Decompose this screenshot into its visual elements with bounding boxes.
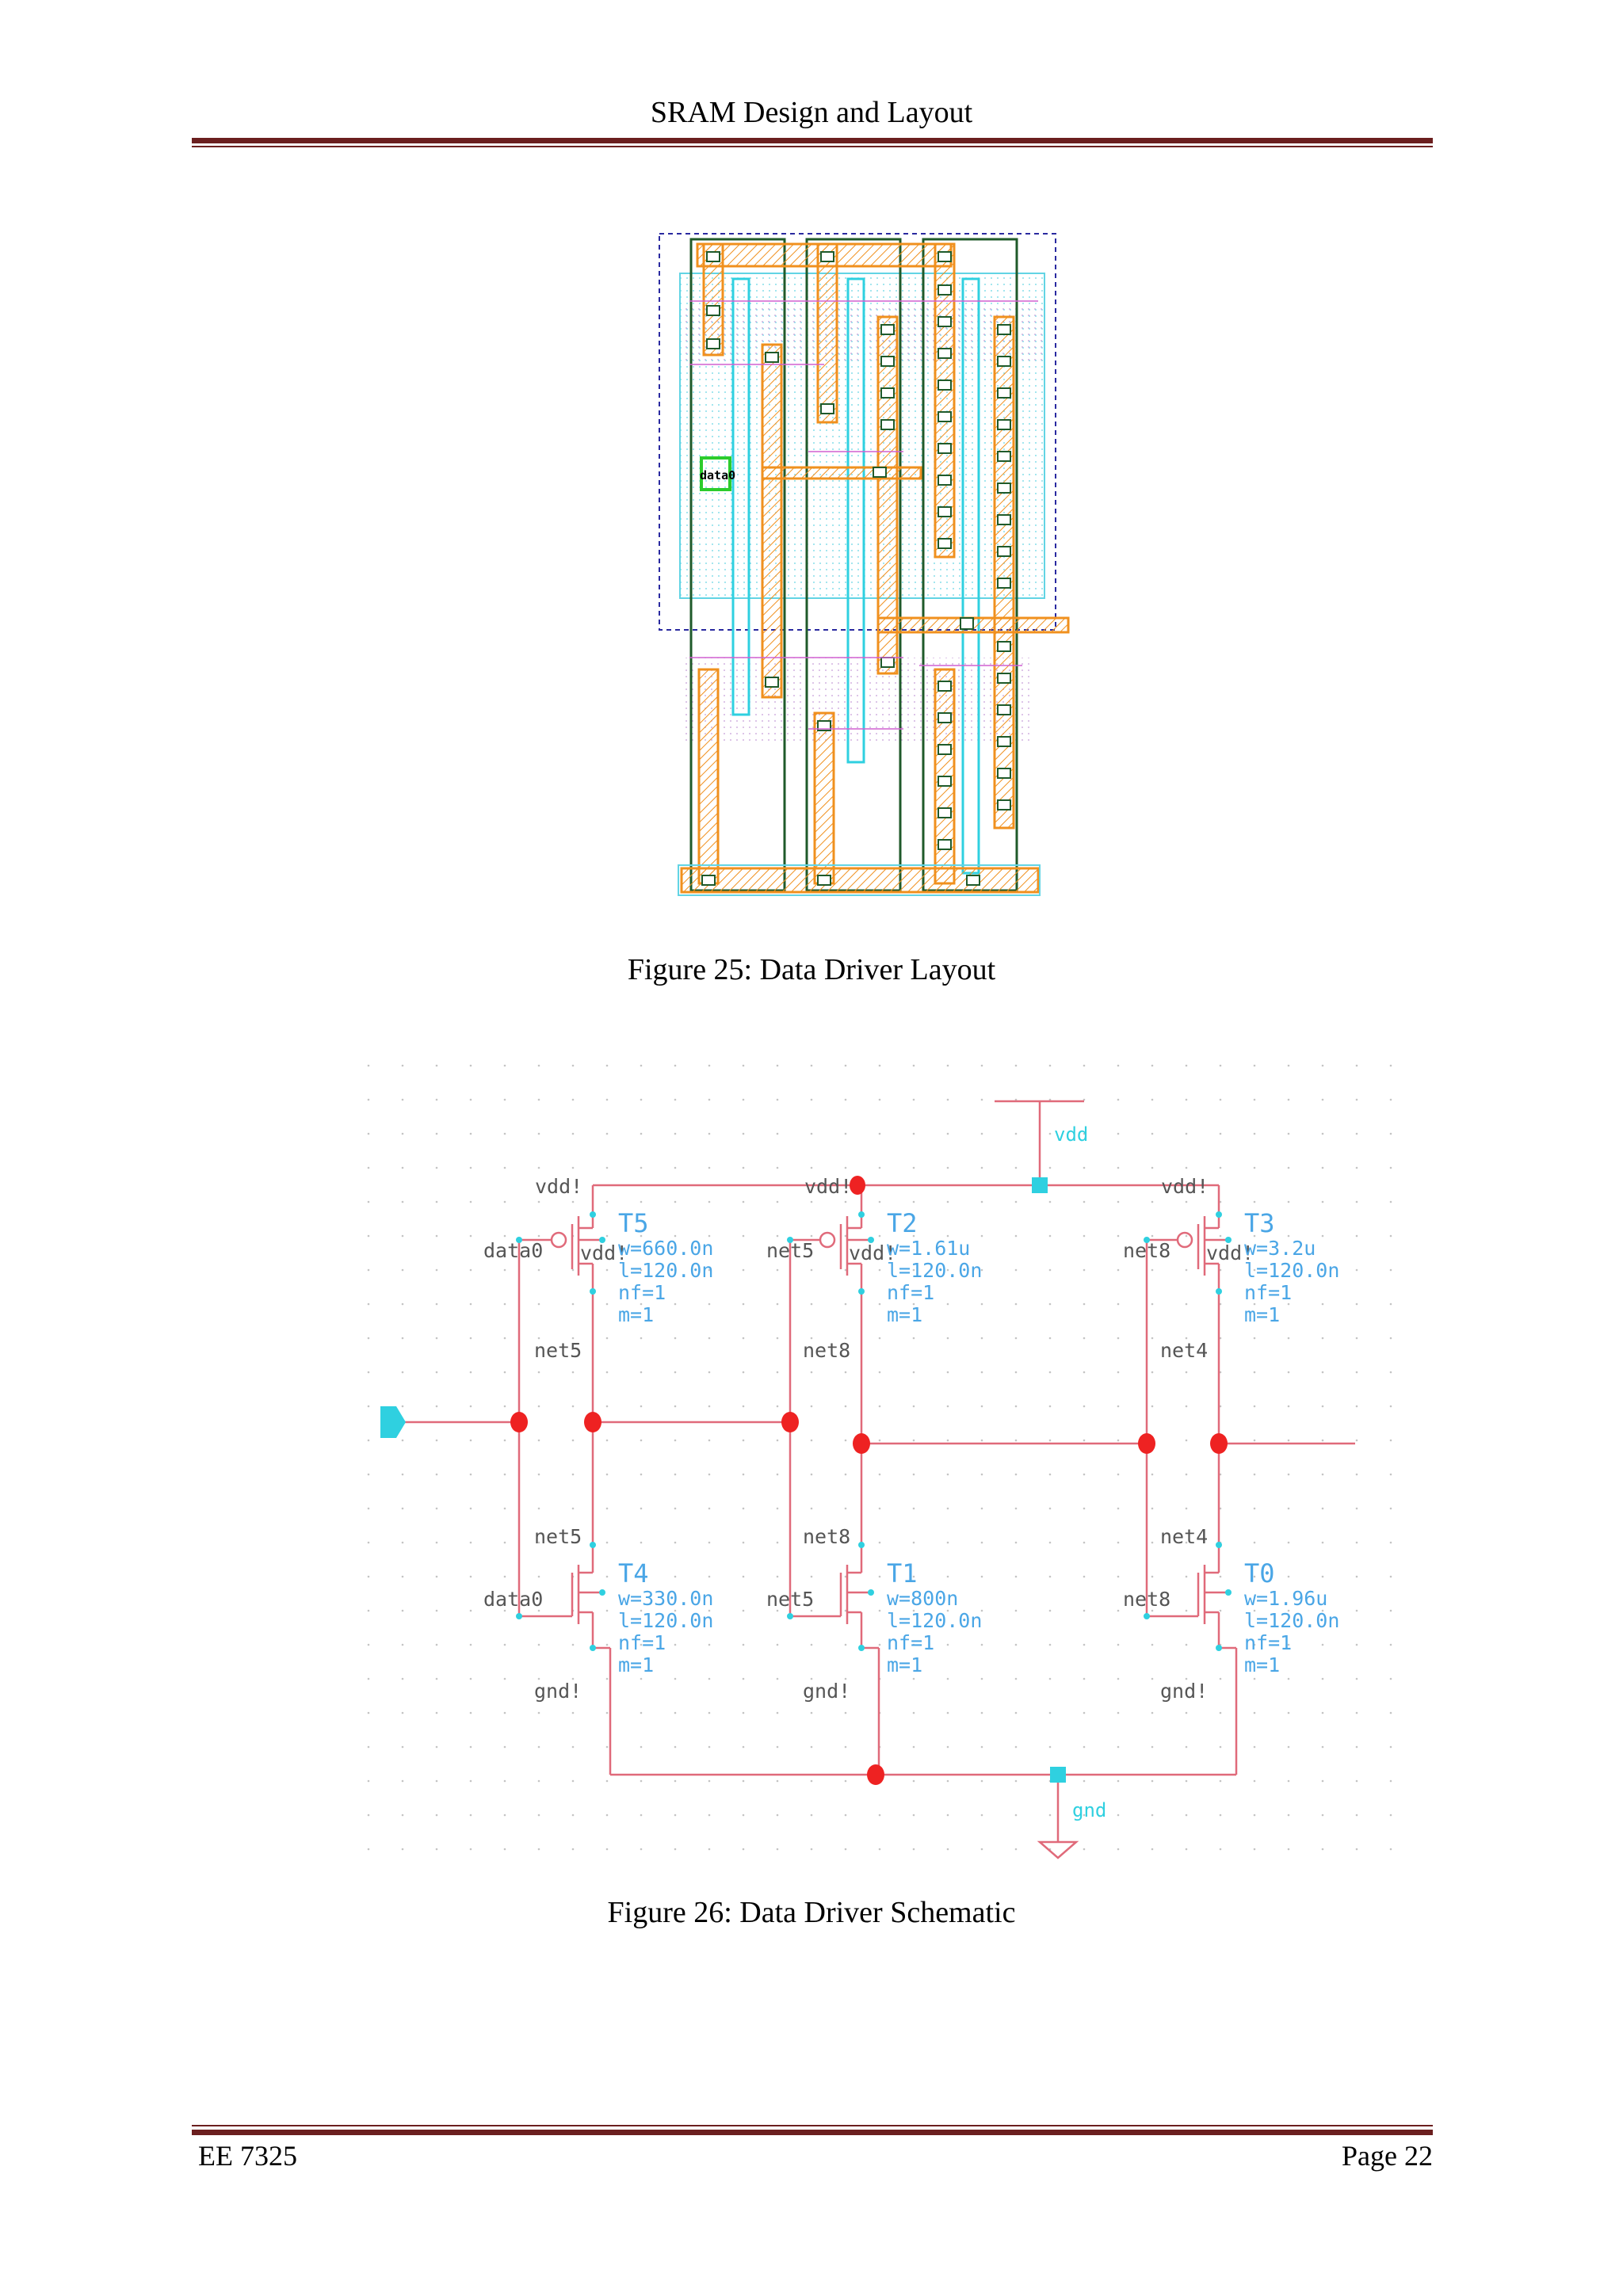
metal1-bar-c: [816, 242, 838, 424]
label-out-t2: net8: [803, 1339, 850, 1362]
t0-m: m=1: [1244, 1653, 1280, 1676]
metal1-bar-b: [761, 343, 783, 699]
schematic-drawing: vdd! vdd! vdd! vdd! vdd! vdd! data0 net5…: [365, 1062, 1395, 1870]
t4-m: m=1: [618, 1653, 654, 1676]
t4-nf: nf=1: [618, 1631, 666, 1654]
gnd-pin-label: gnd: [1072, 1799, 1106, 1821]
t4-name: T4: [618, 1558, 649, 1589]
t3-nf: nf=1: [1244, 1281, 1292, 1304]
t0-name: T0: [1244, 1558, 1275, 1589]
t2-nf: nf=1: [887, 1281, 934, 1304]
figure-25-caption: Figure 25: Data Driver Layout: [627, 953, 996, 986]
metal1-bar-h: [697, 668, 720, 885]
metal2-bottom-rail: [678, 864, 1041, 896]
poly-lines: [689, 300, 1038, 730]
label-gate-t5: data0: [483, 1239, 543, 1262]
metal2-strip-1: [731, 277, 750, 716]
label-gate-t2: net5: [766, 1239, 814, 1262]
t4-width: w=330.0n: [618, 1587, 713, 1610]
gnd-pin-square: [1050, 1767, 1066, 1783]
t5-width: w=660.0n: [618, 1237, 713, 1260]
label-gnd-t0: gnd!: [1160, 1680, 1208, 1703]
label-vdd-t2: vdd!: [804, 1175, 852, 1198]
figure-26-caption: Figure 26: Data Driver Schematic: [607, 1896, 1016, 1929]
label-body-t2: vdd!: [849, 1241, 896, 1264]
label-body-t5: vdd!: [580, 1241, 628, 1264]
t0-width: w=1.96u: [1244, 1587, 1327, 1610]
footer-course: EE 7325: [198, 2140, 297, 2172]
layout-drawing: data0: [659, 233, 1070, 896]
t2-length: l=120.0n: [887, 1259, 982, 1282]
t3-width: w=3.2u: [1244, 1237, 1316, 1260]
layout-pin-label: data0: [700, 468, 735, 482]
label-out-t0: net4: [1160, 1525, 1208, 1548]
schematic-pins: [380, 1177, 1232, 1783]
input-pin: [380, 1406, 406, 1438]
schematic-figure: vdd! vdd! vdd! vdd! vdd! vdd! data0 net5…: [365, 1062, 1395, 1870]
layout-figure: data0: [634, 206, 1109, 903]
vdd-pin-label: vdd: [1054, 1123, 1088, 1146]
label-out-t3: net4: [1160, 1339, 1208, 1362]
footer-page-number: Page 22: [1342, 2140, 1433, 2172]
t5-name: T5: [618, 1208, 649, 1238]
t1-length: l=120.0n: [887, 1609, 982, 1632]
metal1-bar-i: [813, 711, 835, 885]
t3-name: T3: [1244, 1208, 1275, 1238]
page-header-title: SRAM Design and Layout: [650, 96, 973, 129]
header-rule-thick: [192, 138, 1433, 143]
label-gnd-t1: gnd!: [803, 1680, 850, 1703]
footer-rule-thick: [192, 2130, 1433, 2135]
metal1-strap-mid: [761, 466, 922, 480]
t4-length: l=120.0n: [618, 1609, 713, 1632]
t1-name: T1: [887, 1558, 918, 1589]
header-rule-thin: [192, 146, 1433, 147]
t3-length: l=120.0n: [1244, 1259, 1339, 1282]
t2-m: m=1: [887, 1303, 922, 1326]
label-out-t1: net8: [803, 1525, 850, 1548]
label-gate-t1: net5: [766, 1588, 814, 1611]
t1-width: w=800n: [887, 1587, 958, 1610]
t5-length: l=120.0n: [618, 1259, 713, 1282]
input-pin-box: [700, 456, 731, 491]
t2-name: T2: [887, 1208, 918, 1238]
footer-rule-thin: [192, 2125, 1433, 2126]
t5-nf: nf=1: [618, 1281, 666, 1304]
label-gate-t3: net8: [1123, 1239, 1170, 1262]
metal1-bar-e: [934, 242, 956, 559]
t0-length: l=120.0n: [1244, 1609, 1339, 1632]
metal1-bar-a: [702, 242, 724, 357]
label-gate-t4: data0: [483, 1588, 543, 1611]
label-gate-t0: net8: [1123, 1588, 1170, 1611]
label-out-t5: net5: [534, 1339, 582, 1362]
ndiff-region: [685, 658, 1034, 745]
label-out-t4: net5: [534, 1525, 582, 1548]
contacts-group: [701, 251, 1011, 886]
cell-boundary: [659, 233, 1056, 631]
t0-nf: nf=1: [1244, 1631, 1292, 1654]
t1-nf: nf=1: [887, 1631, 934, 1654]
vdd-pin-square: [1032, 1177, 1048, 1193]
t3-m: m=1: [1244, 1303, 1280, 1326]
t5-m: m=1: [618, 1303, 654, 1326]
label-vdd-t3: vdd!: [1161, 1175, 1209, 1198]
label-body-t3: vdd!: [1206, 1241, 1254, 1264]
label-vdd-t5: vdd!: [535, 1175, 582, 1198]
metal2-strip-2: [846, 277, 865, 764]
junction-nodes: [510, 1176, 1228, 1785]
metal1-bar-d: [876, 315, 899, 675]
label-gnd-t4: gnd!: [534, 1680, 582, 1703]
metal1-bottom-rail: [680, 867, 1040, 894]
t1-m: m=1: [887, 1653, 922, 1676]
t2-width: w=1.61u: [887, 1237, 970, 1260]
